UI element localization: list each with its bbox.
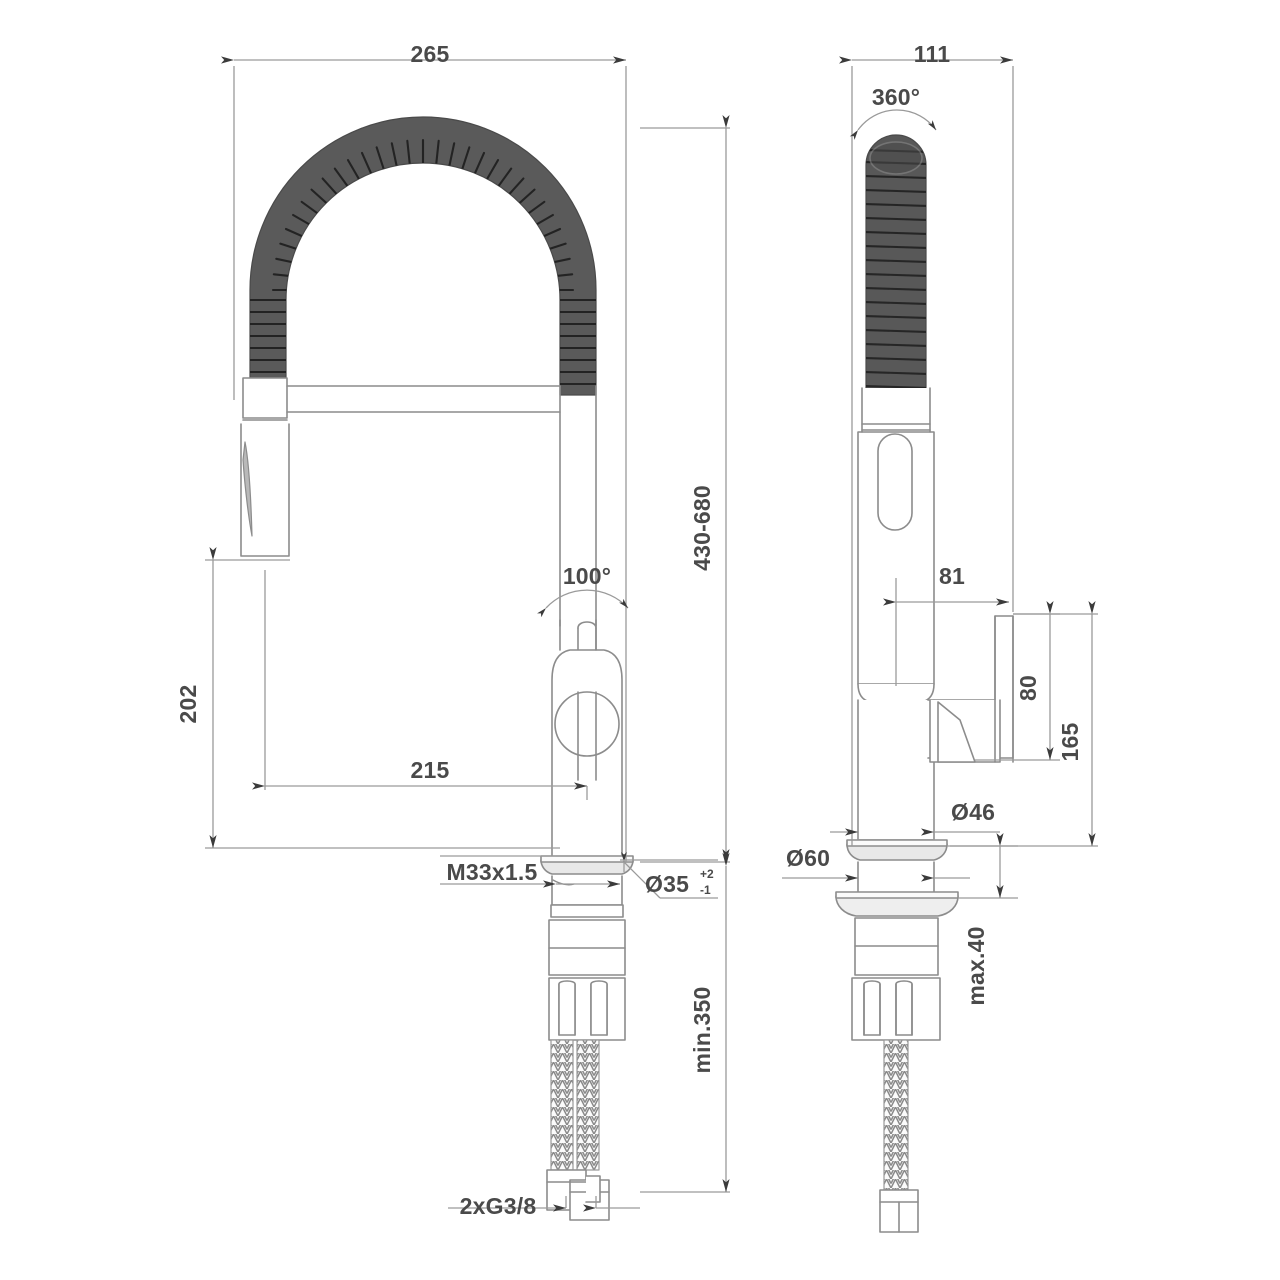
label-handle-height: 80 <box>1015 675 1041 701</box>
side-spout-arm <box>286 385 561 413</box>
dim-reach-215 <box>252 570 588 800</box>
front-spray-head <box>857 387 935 685</box>
label-base-diameter: Ø60 <box>786 845 830 871</box>
dim-handle-offset-81 <box>883 578 1009 686</box>
label-handle-angle: 100° <box>563 563 611 589</box>
dim-hole-diameter-35 <box>620 852 718 899</box>
label-body-height: 165 <box>1057 723 1083 762</box>
dim-handle-angle-100 <box>537 589 629 618</box>
dim-max-thickness-40 <box>947 833 1018 899</box>
dim-overall-width-265 <box>221 56 627 862</box>
label-reach: 215 <box>411 757 450 783</box>
front-spring-coil <box>865 134 927 391</box>
dim-supply-g38 <box>448 1196 640 1212</box>
dim-thread-m33 <box>440 855 620 888</box>
label-hole-tol-upper: +2 <box>700 867 714 881</box>
label-handle-offset: 81 <box>939 563 965 589</box>
label-hole-tol-lower: -1 <box>700 883 711 897</box>
label-overall-width: 265 <box>411 41 450 67</box>
dim-swivel-360 <box>849 109 937 140</box>
label-height-range: 430-680 <box>689 485 715 571</box>
side-mounting-assembly <box>540 855 634 1221</box>
dim-min-350 <box>640 853 730 1193</box>
dim-body-diameter-46 <box>830 790 1000 840</box>
label-supply: 2xG3/8 <box>460 1193 537 1219</box>
label-min-350: min.350 <box>689 986 715 1073</box>
front-mounting-assembly <box>835 839 959 1233</box>
dim-front-width-111 <box>839 56 1014 846</box>
label-body-diameter: Ø46 <box>951 799 995 825</box>
label-hole-diameter: Ø35 <box>645 871 689 897</box>
label-front-width: 111 <box>914 41 950 67</box>
dim-height-430-680 <box>640 115 730 863</box>
side-spring-coil <box>249 116 597 396</box>
side-spray-head <box>240 377 290 557</box>
label-max-thickness: max.40 <box>963 926 989 1005</box>
dim-spray-height-202 <box>205 547 560 849</box>
label-spray-height: 202 <box>175 685 201 724</box>
label-swivel-angle: 360° <box>872 84 920 110</box>
label-thread: M33x1.5 <box>447 859 538 885</box>
front-body-and-handle <box>857 615 1014 841</box>
side-body-column <box>551 385 623 859</box>
